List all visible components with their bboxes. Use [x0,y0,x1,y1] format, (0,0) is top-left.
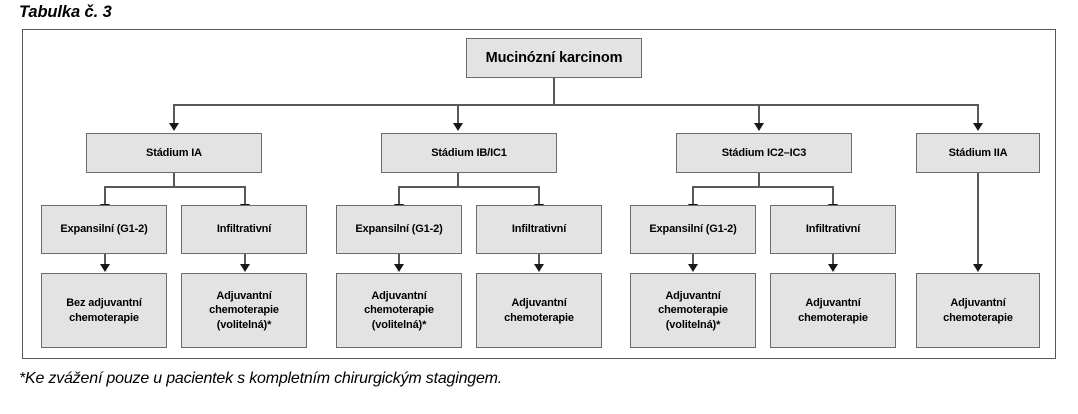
arrowhead-treatment-6 [828,264,838,272]
node-stage-ib-ic1: Stádium IB/IC1 [381,133,557,173]
page-title: Tabulka č. 3 [19,3,112,21]
connector-drop-subtype-6 [832,186,834,205]
node-subtype-4-label: Infiltrativní [511,223,567,236]
connector-drop-subtype-2 [244,186,246,205]
node-subtype-expansile-3: Expansilní (G1-2) [630,205,756,254]
arrowhead-treatment-3 [394,264,404,272]
connector-stage-iia-to-treatment [977,173,979,266]
node-subtype-infiltrative-3: Infiltrativní [770,205,896,254]
node-subtype-5-label: Expansilní (G1-2) [649,223,737,236]
node-subtype-expansile-2: Expansilní (G1-2) [336,205,462,254]
node-stage-ia: Stádium IA [86,133,262,173]
connector-drop-treatment-4 [538,254,540,266]
node-treatment-1: Bez adjuvantní chemoterapie [41,273,167,348]
connector-drop-treatment-6 [832,254,834,266]
connector-drop-treatment-2 [244,254,246,266]
node-subtype-3-label: Expansilní (G1-2) [355,223,443,236]
connector-bus-drop-stage-3 [758,104,760,124]
footnote-text: *Ke zvážení pouze u pacientek s kompletn… [19,370,503,387]
connector-split-stage-3 [692,186,833,188]
arrowhead-stage-2 [453,123,463,131]
connector-drop-subtype-4 [538,186,540,205]
node-stage-iia-label: Stádium IIA [948,146,1008,159]
node-subtype-1-label: Expansilní (G1-2) [60,223,148,236]
connector-drop-subtype-3 [398,186,400,205]
connector-split-stage-1 [104,186,244,188]
node-stage-ic2-ic3: Stádium IC2–IC3 [676,133,852,173]
connector-split-stem-stage-2 [457,173,459,187]
arrowhead-treatment-2 [240,264,250,272]
node-treatment-2-label: Adjuvantní chemoterapie (volitelná)* [209,290,279,331]
connector-bus-drop-stage-4 [977,104,979,124]
connector-drop-treatment-3 [398,254,400,266]
connector-root-stem [553,78,555,105]
connector-bus-drop-stage-2 [457,104,459,124]
node-stage-iia: Stádium IIA [916,133,1040,173]
node-treatment-7-label: Adjuvantní chemoterapie [943,297,1013,324]
node-treatment-7: Adjuvantní chemoterapie [916,273,1040,348]
node-root-label: Mucinózní karcinom [485,49,623,66]
node-treatment-6-label: Adjuvantní chemoterapie [798,297,868,324]
node-stage-ia-label: Stádium IA [146,146,202,159]
node-subtype-expansile-1: Expansilní (G1-2) [41,205,167,254]
connector-drop-treatment-1 [104,254,106,266]
arrowhead-treatment-7 [973,264,983,272]
node-treatment-5: Adjuvantní chemoterapie (volitelná)* [630,273,756,348]
connector-bus-horizontal [173,104,979,106]
node-stage-ib-ic1-label: Stádium IB/IC1 [431,146,507,159]
connector-bus-drop-stage-1 [173,104,175,124]
node-treatment-3-label: Adjuvantní chemoterapie (volitelná)* [364,290,434,331]
arrowhead-treatment-4 [534,264,544,272]
arrowhead-stage-1 [169,123,179,131]
connector-drop-treatment-5 [692,254,694,266]
arrowhead-stage-3 [754,123,764,131]
node-subtype-infiltrative-1: Infiltrativní [181,205,307,254]
connector-split-stem-stage-3 [758,173,760,187]
arrowhead-stage-4 [973,123,983,131]
node-stage-ic2-ic3-label: Stádium IC2–IC3 [721,146,807,159]
arrowhead-treatment-1 [100,264,110,272]
node-treatment-2: Adjuvantní chemoterapie (volitelná)* [181,273,307,348]
connector-split-stem-stage-1 [173,173,175,187]
connector-split-stage-2 [398,186,539,188]
node-root-mucinous-carcinoma: Mucinózní karcinom [466,38,642,78]
node-treatment-4: Adjuvantní chemoterapie [476,273,602,348]
arrowhead-treatment-5 [688,264,698,272]
node-treatment-6: Adjuvantní chemoterapie [770,273,896,348]
node-subtype-2-label: Infiltrativní [216,223,272,236]
node-subtype-infiltrative-2: Infiltrativní [476,205,602,254]
node-treatment-1-label: Bez adjuvantní chemoterapie [66,297,142,324]
node-treatment-3: Adjuvantní chemoterapie (volitelná)* [336,273,462,348]
node-treatment-4-label: Adjuvantní chemoterapie [504,297,574,324]
node-subtype-6-label: Infiltrativní [805,223,861,236]
connector-drop-subtype-1 [104,186,106,205]
connector-drop-subtype-5 [692,186,694,205]
node-treatment-5-label: Adjuvantní chemoterapie (volitelná)* [658,290,728,331]
